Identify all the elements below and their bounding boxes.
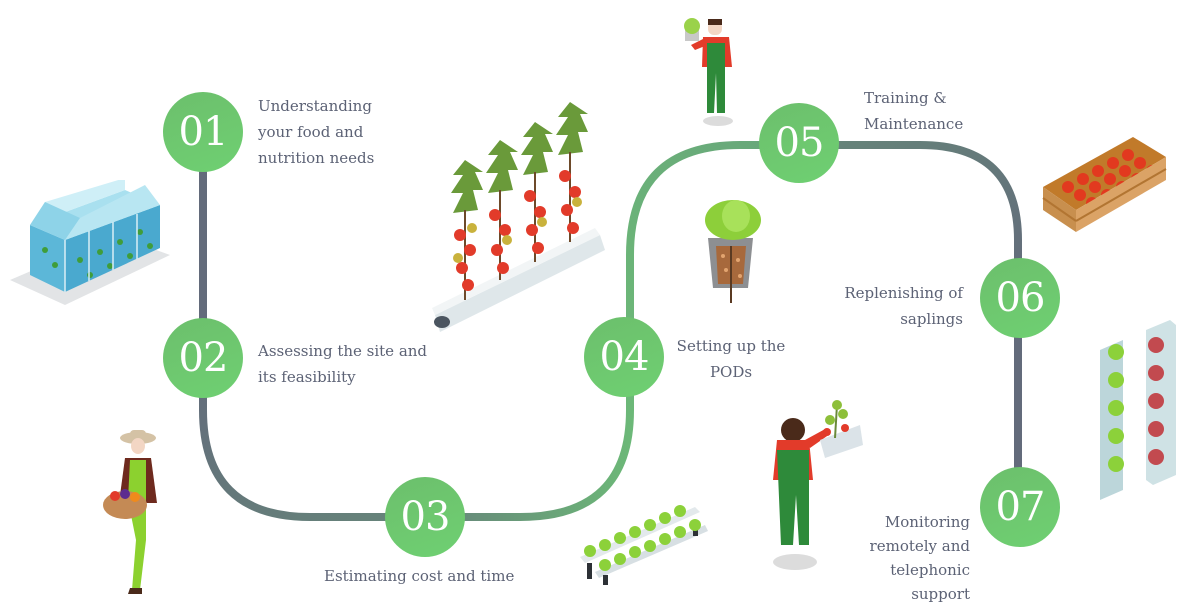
step-07-number: 07	[995, 484, 1046, 530]
gardener-holding-plant-illustration	[684, 18, 733, 126]
step-02-circle: 02	[163, 318, 243, 398]
step-07-label: Monitoring remotely and telephonic suppo…	[869, 513, 970, 603]
step-05-circle: 05	[759, 103, 839, 183]
step-01-number: 01	[178, 109, 229, 155]
step-04-circle: 04	[584, 317, 664, 397]
path-segment-03-04	[425, 355, 634, 521]
step-01-circle: 01	[163, 92, 243, 172]
step-01-label: Understanding your food and nutrition ne…	[258, 97, 375, 167]
step-05-label: Training & Maintenance	[864, 89, 964, 133]
tomato-plants-illustration	[432, 102, 605, 332]
step-02-label: Assessing the site and its feasibility	[258, 342, 428, 386]
path-segment-05-06	[805, 141, 1022, 300]
step-03-label: Estimating cost and time	[324, 567, 515, 585]
step-07-circle: 07	[980, 467, 1060, 547]
gardener-tending-tomato-illustration	[773, 400, 863, 570]
step-04-number: 04	[599, 334, 650, 380]
step-03-number: 03	[400, 494, 451, 540]
step-06-number: 06	[995, 275, 1046, 321]
farmer-with-basket-illustration	[103, 430, 157, 594]
step-03-circle: 03	[385, 477, 465, 557]
hydroponic-lettuce-rack-illustration	[580, 505, 708, 585]
lettuce-pot-illustration	[705, 200, 761, 303]
step-06-label: Replenishing of saplings	[844, 284, 963, 328]
tomato-crate-illustration	[1042, 137, 1167, 232]
step-04-label: Setting up the PODs	[676, 337, 786, 381]
greenhouse-illustration	[10, 180, 170, 305]
path-segment-04-05	[626, 141, 805, 355]
step-06-circle: 06	[980, 258, 1060, 338]
step-02-number: 02	[178, 335, 229, 381]
path-segment-02-03	[199, 355, 425, 521]
vertical-garden-towers-illustration	[1100, 320, 1176, 500]
step-05-number: 05	[774, 120, 825, 166]
